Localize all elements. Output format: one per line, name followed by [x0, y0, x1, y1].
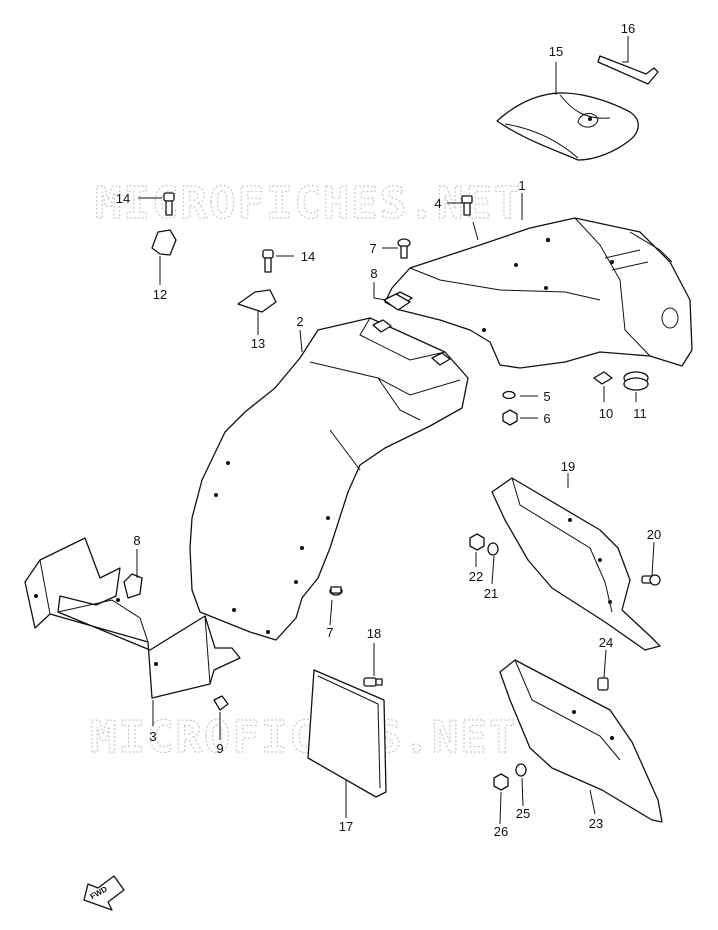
callout-3: 3 [149, 729, 156, 744]
callout-12: 12 [153, 287, 167, 302]
callout-6: 6 [543, 411, 550, 426]
callout-13: 13 [251, 336, 265, 351]
nut-part-6 [502, 409, 518, 426]
callout-24: 24 [599, 635, 613, 650]
tool-bag-part-15 [496, 92, 639, 161]
callout-26: 26 [494, 824, 508, 839]
fwd-arrow-icon: FWD [83, 875, 125, 911]
leader-lines [136, 36, 655, 825]
callout-25: 25 [516, 806, 530, 821]
bolt-part-24 [597, 677, 609, 691]
callouts: 1 2 3 4 5 6 7 7 8 8 9 10 11 12 13 14 14 … [116, 21, 661, 839]
bracket-part-8-lower [123, 573, 143, 599]
callout-10: 10 [599, 406, 613, 421]
washer-part-25 [515, 763, 527, 777]
callout-14-left: 14 [116, 191, 130, 206]
bolt-part-18 [363, 677, 383, 687]
callout-16: 16 [621, 21, 635, 36]
bracket-part-8-upper [383, 293, 411, 311]
callout-8-upper: 8 [370, 266, 377, 281]
lower-fender-part-3 [24, 537, 241, 699]
callout-15: 15 [549, 44, 563, 59]
bolt-part-7-lower [329, 586, 343, 596]
bracket-part-19 [491, 477, 661, 651]
callout-18: 18 [367, 626, 381, 641]
callout-21: 21 [484, 586, 498, 601]
nut-part-26 [493, 773, 509, 791]
callout-9: 9 [216, 741, 223, 756]
rear-fender-part-1 [384, 217, 693, 369]
callout-5: 5 [543, 389, 550, 404]
bolt-part-4 [461, 195, 473, 216]
bracket-part-23 [499, 659, 663, 823]
grommet-part-11 [623, 371, 649, 391]
callout-22: 22 [469, 569, 483, 584]
washer-part-21 [487, 542, 499, 556]
rear-fender-part-2 [189, 317, 469, 641]
license-plate-part-17 [307, 669, 387, 798]
callout-20: 20 [647, 527, 661, 542]
washer-part-5 [502, 390, 516, 400]
callout-19: 19 [561, 459, 575, 474]
nut-part-22 [469, 533, 485, 551]
clip-part-13 [237, 289, 277, 313]
callout-11: 11 [633, 406, 647, 421]
callout-7-upper: 7 [369, 241, 376, 256]
rubber-part-10 [593, 371, 613, 385]
clip-part-12 [151, 229, 177, 256]
bolt-part-14-left [163, 192, 175, 216]
callout-7-lower: 7 [326, 625, 333, 640]
callout-17: 17 [339, 819, 353, 834]
callout-8-lower: 8 [133, 533, 140, 548]
bolt-part-14-right [262, 249, 274, 273]
hex-wrench-part-16 [597, 55, 659, 85]
screw-part-9 [213, 695, 229, 711]
callout-1: 1 [518, 178, 525, 193]
callout-2: 2 [296, 314, 303, 329]
watermark-bottom: MICROFICHES.NET [90, 712, 517, 763]
bolt-part-20 [641, 574, 661, 586]
bolt-part-7-upper [397, 238, 411, 259]
callout-23: 23 [589, 816, 603, 831]
callout-14-right: 14 [301, 249, 315, 264]
callout-4: 4 [434, 196, 441, 211]
